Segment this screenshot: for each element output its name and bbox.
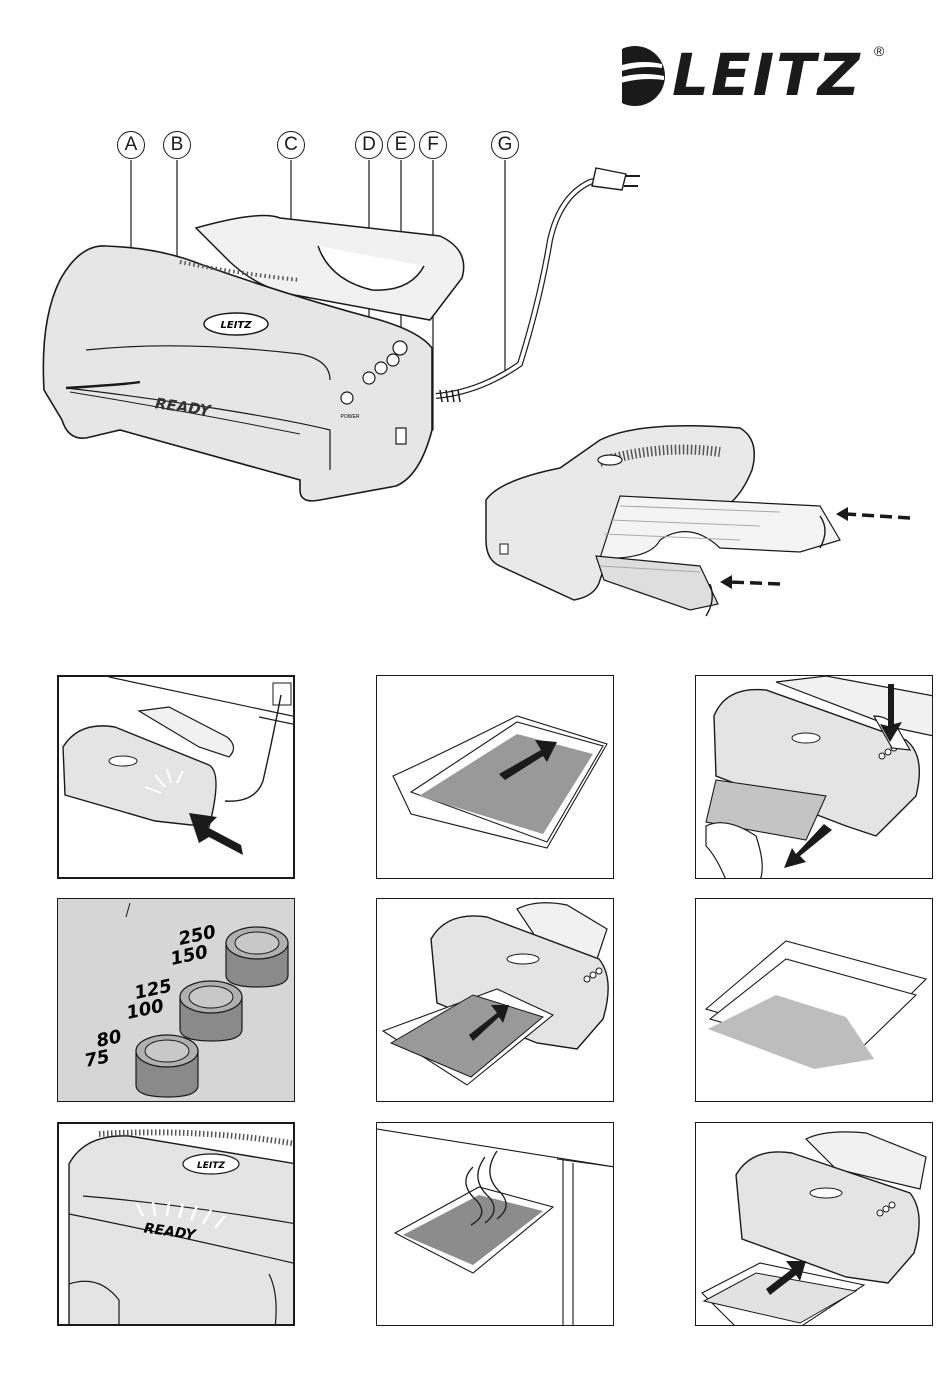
step-panel-carrier-sheets: [695, 898, 933, 1102]
thickness-150-label: 150: [169, 942, 210, 970]
callout-a: A: [117, 131, 145, 159]
callout-d: D: [355, 131, 383, 159]
thickness-button-125: [180, 981, 242, 1041]
step-panel-feed-pouch: [376, 898, 614, 1102]
thickness-75-label: 75: [83, 1046, 112, 1072]
brand-logo: LEITZ ®: [600, 40, 900, 110]
step-panel-power-on: [57, 675, 295, 879]
step-panel-ready-light: LEITZ READY: [57, 1122, 295, 1326]
thickness-100-label: 100: [125, 996, 166, 1024]
step-panel-remove-sheet: [695, 675, 933, 879]
leitz-emblem-icon: [600, 40, 670, 110]
callout-f: F: [419, 131, 447, 159]
callout-c: C: [277, 131, 305, 159]
device-power-label: POWER: [341, 414, 360, 420]
registered-mark: ®: [874, 44, 884, 58]
thickness-button-80: [136, 1035, 198, 1097]
logo-wordmark: LEITZ: [672, 40, 862, 110]
device-logo-label: LEITZ: [221, 320, 253, 331]
step-panel-feed-carrier: [695, 1122, 933, 1326]
step-panel-cool-flat: [376, 1122, 614, 1326]
callout-b: B: [163, 131, 191, 159]
step-panel-thickness-buttons: 250 150 125 100 80 75: [57, 898, 295, 1102]
panel-logo-label: LEITZ: [197, 1161, 225, 1171]
step-panel-insert-document: [376, 675, 614, 879]
laminator-main-illustration: LEITZ READY POWER: [0, 160, 950, 640]
callout-e: E: [387, 131, 415, 159]
thickness-button-250: [226, 927, 288, 987]
callout-g: G: [491, 131, 519, 159]
